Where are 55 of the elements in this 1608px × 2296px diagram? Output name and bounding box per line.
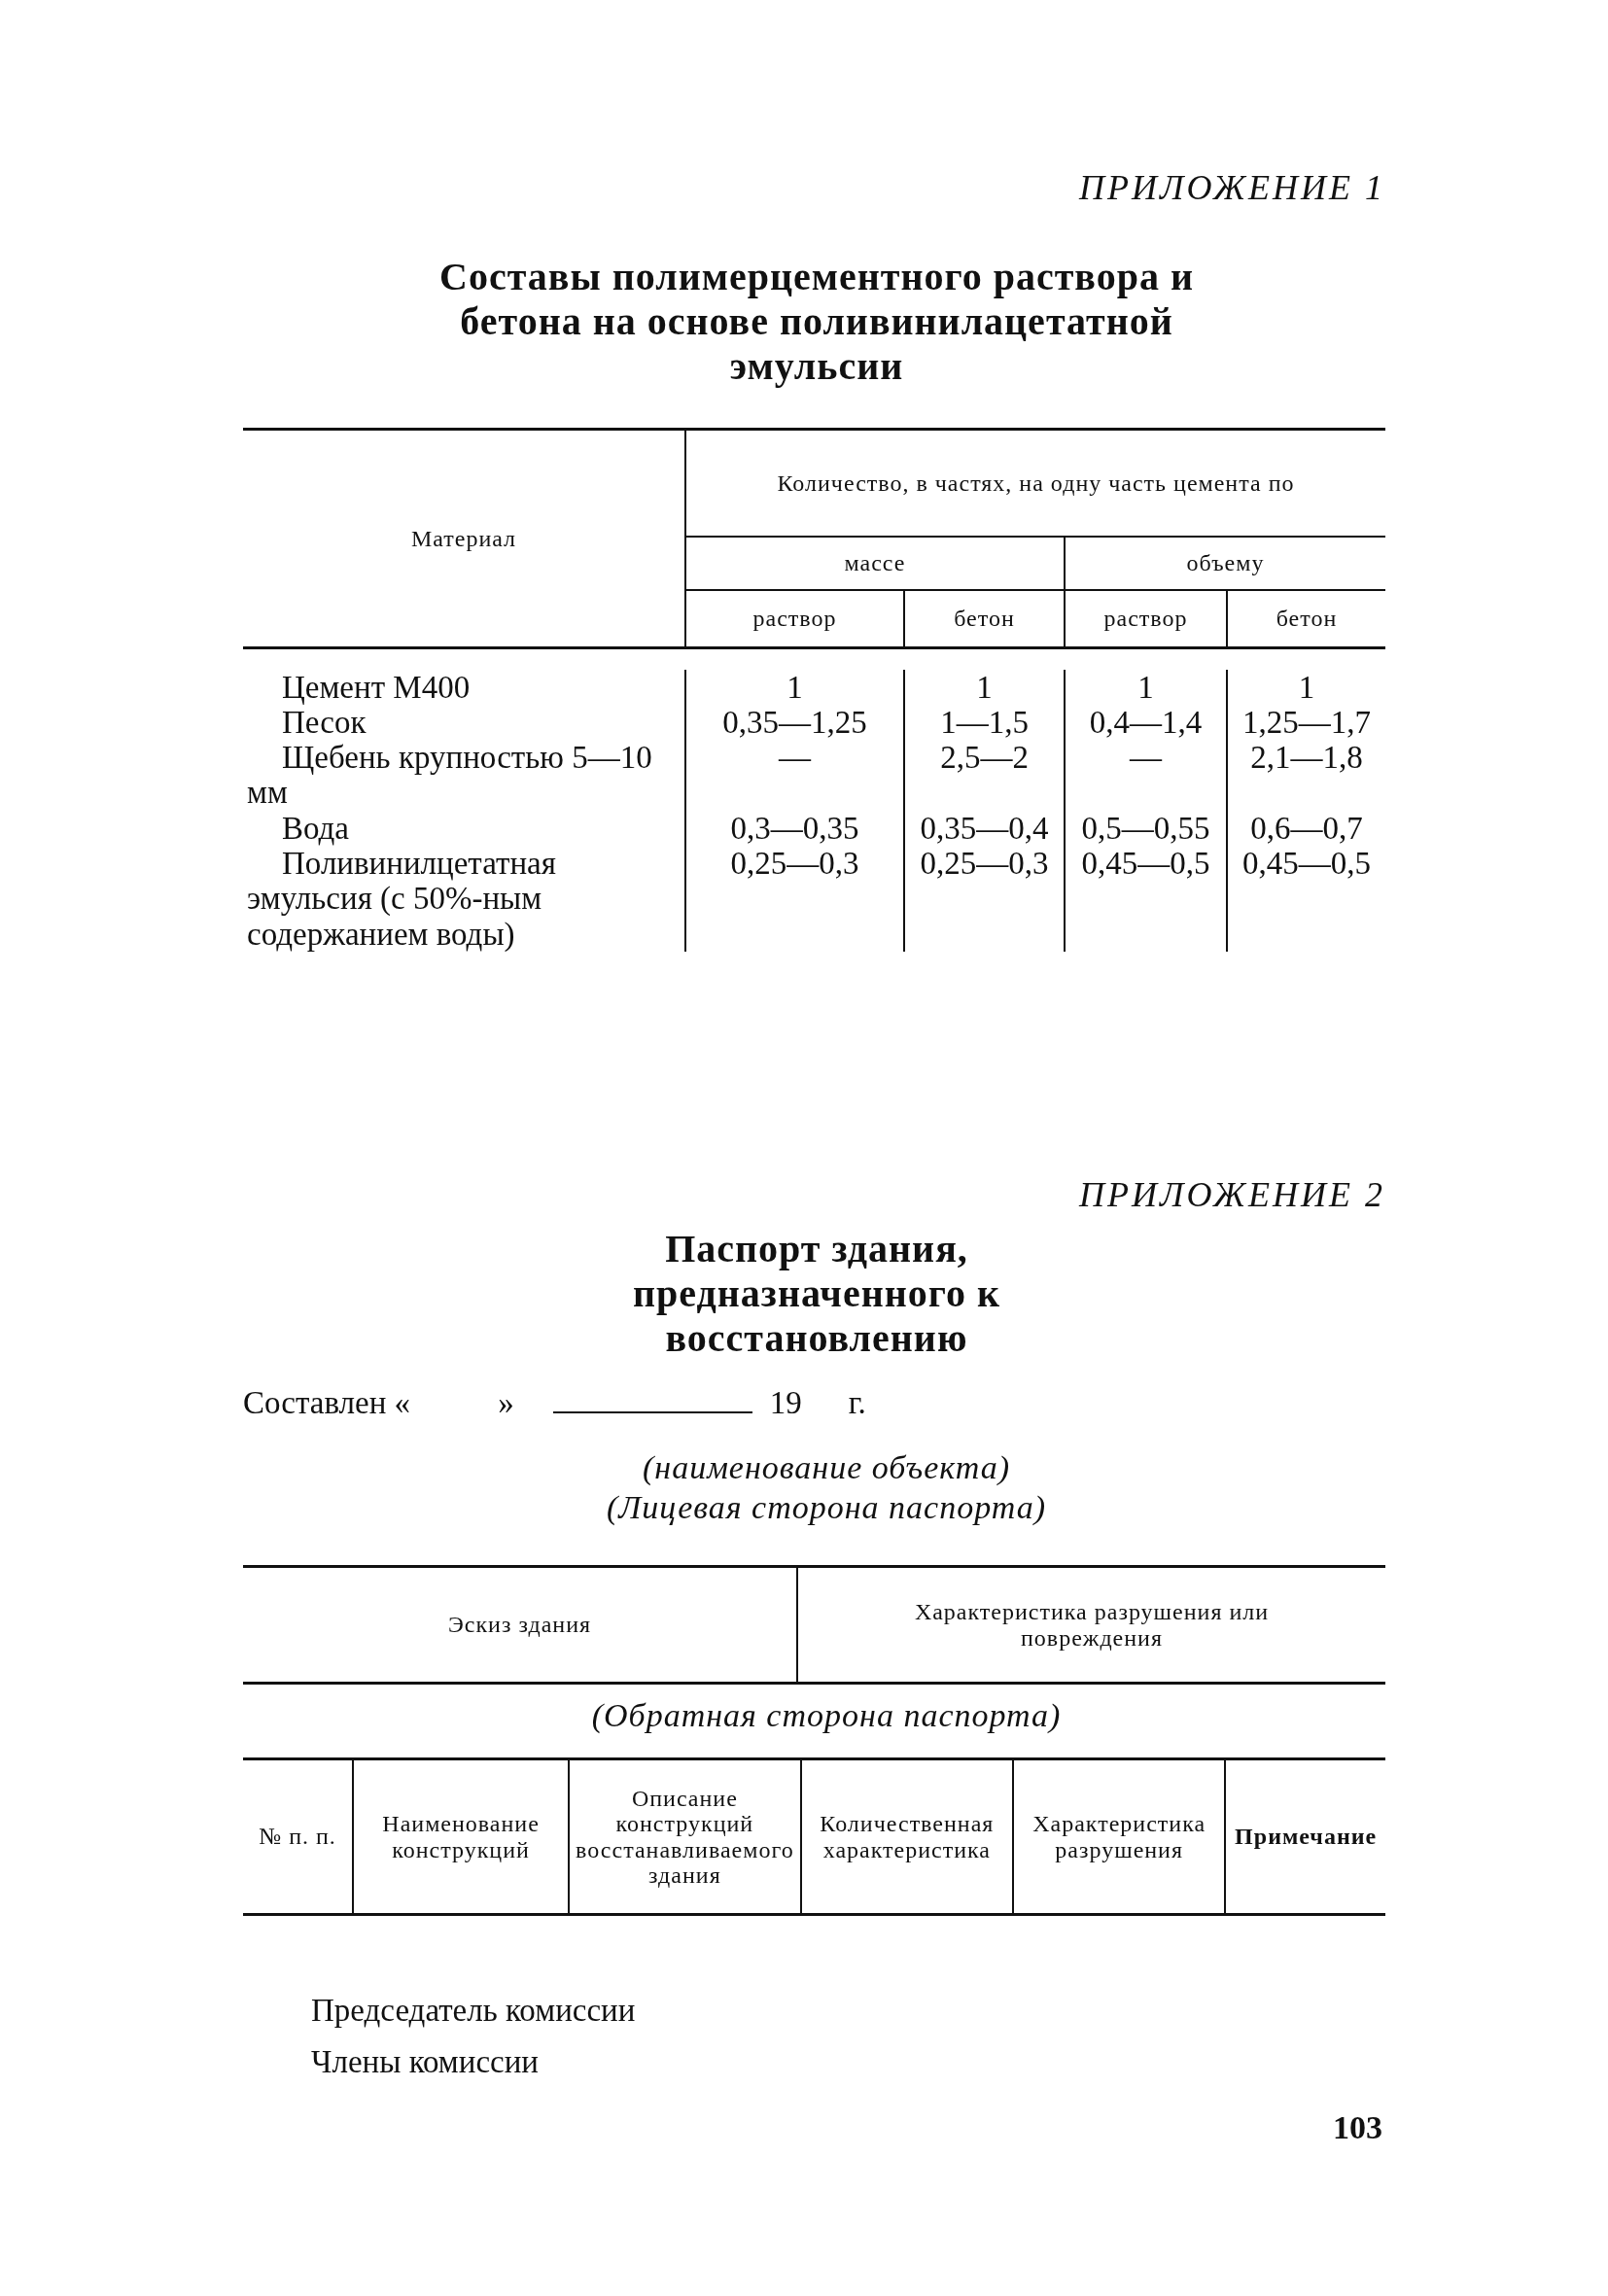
table-cell: 0,25—0,3 — [904, 846, 1065, 952]
column-header: Материал — [243, 429, 685, 648]
column-header: Характеристика разрушения — [1013, 1758, 1226, 1915]
appendix-label: ПРИЛОЖЕНИЕ 2 — [1077, 1174, 1385, 1215]
table-cell: 0,35—0,4 — [904, 810, 1065, 846]
column-header: Количество, в частях, на одну часть цемента по — [685, 429, 1385, 537]
table-cell: Вода — [243, 810, 685, 846]
text: (наименование объекта) — [641, 1448, 1012, 1487]
column-header: Эскиз здания — [243, 1566, 797, 1684]
column-header: Описание конструкций восстанавливаемого здания — [569, 1758, 801, 1915]
column-header: бетон — [1227, 589, 1385, 648]
table-cell: 0,4—1,4 — [1065, 704, 1227, 741]
table-cell: Песок — [243, 704, 685, 741]
column-header: бетон — [904, 589, 1065, 648]
text: Члены комиссии — [311, 2044, 541, 2080]
table-cell: — — [1065, 740, 1227, 811]
table-cell: 0,35—1,25 — [685, 704, 904, 741]
table-cell: Поливинилцетатная эмульсия (с 50%-ным содержанием воды) — [243, 846, 685, 952]
heading: Паспорт здания, предназначенного к восстановлению — [632, 1227, 1001, 1361]
heading: Составы полимерцементного раствора и бетона на основе поливинилацетатной эмульсии — [438, 255, 1195, 389]
table-cell: Цемент М400 — [243, 669, 685, 705]
appendix-label: ПРИЛОЖЕНИЕ 1 — [1077, 167, 1385, 208]
column-header: раствор — [1065, 589, 1227, 648]
table-cell: 2,1—1,8 — [1227, 740, 1385, 811]
column-header: № п. п. — [243, 1758, 354, 1915]
column-header: Наименование конструкций — [353, 1758, 570, 1915]
table-cell: 0,45—0,5 — [1065, 846, 1227, 952]
table-cell: 0,3—0,35 — [685, 810, 904, 846]
text: (Лицевая сторона паспорта) — [605, 1487, 1048, 1527]
table-cell: 1 — [1227, 669, 1385, 705]
column-header: массе — [685, 536, 1065, 590]
text: Председатель комиссии — [311, 1993, 637, 2029]
column-header: Примечание — [1225, 1758, 1385, 1915]
table-cell: 1 — [1065, 669, 1227, 705]
page-number: 103 — [1332, 2109, 1382, 2146]
table-cell: 1 — [904, 669, 1065, 705]
text: (Обратная сторона паспорта) — [590, 1696, 1063, 1735]
table-cell: 0,5—0,55 — [1065, 810, 1227, 846]
table-cell: 1—1,5 — [904, 704, 1065, 741]
table-cell: 0,45—0,5 — [1227, 846, 1385, 952]
text: » — [498, 1385, 514, 1420]
text: 19 — [769, 1385, 802, 1420]
table-cell: Щебень крупностью 5—10 мм — [243, 740, 685, 811]
text: Составлен « — [243, 1385, 411, 1420]
column-header: Количественная характеристика — [800, 1758, 1014, 1915]
table-cell: 1 — [685, 669, 904, 705]
table-cell: 0,25—0,3 — [685, 846, 904, 952]
column-header: раствор — [685, 589, 904, 648]
table-cell: 1,25—1,7 — [1227, 704, 1385, 741]
table-cell: 2,5—2 — [904, 740, 1065, 811]
column-header: Характеристика разрушения или повреждения — [797, 1566, 1385, 1684]
text: г. — [848, 1385, 866, 1420]
column-header: объему — [1065, 536, 1385, 590]
table-cell: — — [685, 740, 904, 811]
table-cell: 0,6—0,7 — [1227, 810, 1385, 846]
